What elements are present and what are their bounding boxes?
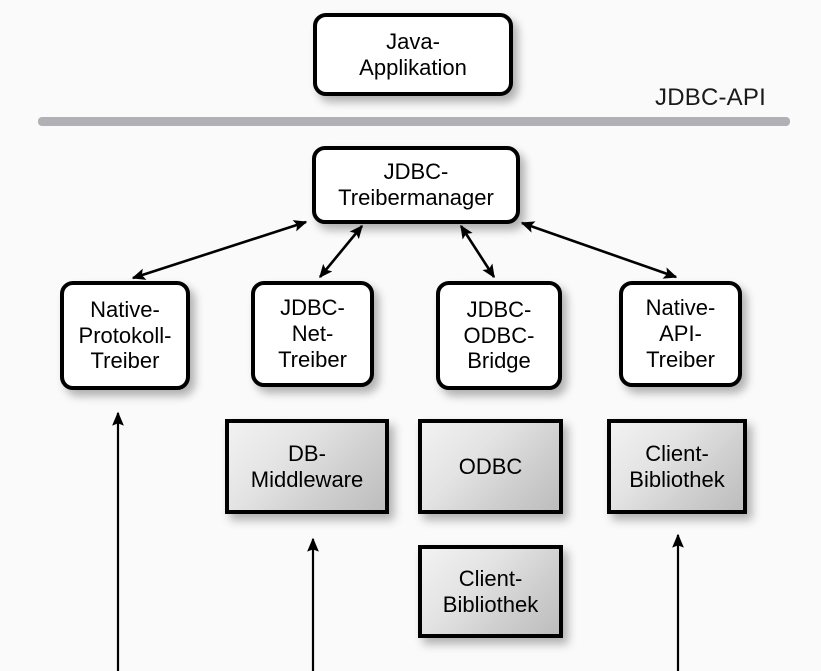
- node-label: JDBC- Treibermanager: [338, 159, 494, 210]
- node-label: DB- Middleware: [250, 440, 364, 492]
- node-native-api-treiber: Native- API- Treiber: [619, 281, 742, 387]
- node-client-bibliothek-center: Client- Bibliothek: [418, 545, 563, 638]
- node-db-middleware: DB- Middleware: [225, 419, 389, 514]
- node-jdbc-odbc-bridge: JDBC- ODBC- Bridge: [436, 281, 562, 390]
- node-label: Native- Protokoll- Treiber: [78, 296, 172, 374]
- node-label: Client- Bibliothek: [629, 440, 725, 492]
- node-client-bibliothek-right: Client- Bibliothek: [607, 419, 747, 514]
- node-label: Client- Bibliothek: [442, 565, 539, 617]
- edge-manager-to-jdbc-odbc: [459, 224, 496, 279]
- edge-manager-to-native-api: [520, 221, 678, 279]
- node-label: ODBC: [458, 453, 523, 479]
- node-label: JDBC- Net- Treiber: [278, 295, 347, 372]
- node-label: JDBC- ODBC- Bridge: [463, 296, 535, 374]
- node-java-applikation: Java- Applikation: [313, 13, 513, 96]
- node-odbc: ODBC: [418, 419, 563, 514]
- jdbc-api-boundary-rule: [38, 117, 790, 126]
- jdbc-api-label: JDBC-API: [655, 84, 766, 111]
- node-jdbc-treibermanager: JDBC- Treibermanager: [312, 146, 520, 224]
- node-label: Native- API- Treiber: [645, 295, 716, 372]
- node-label: Java- Applikation: [359, 28, 467, 80]
- node-native-protokoll-treiber: Native- Protokoll- Treiber: [60, 281, 190, 390]
- node-jdbc-net-treiber: JDBC- Net- Treiber: [251, 281, 374, 387]
- edge-manager-to-native-protokoll: [131, 220, 308, 280]
- edge-manager-to-jdbc-net: [318, 224, 364, 279]
